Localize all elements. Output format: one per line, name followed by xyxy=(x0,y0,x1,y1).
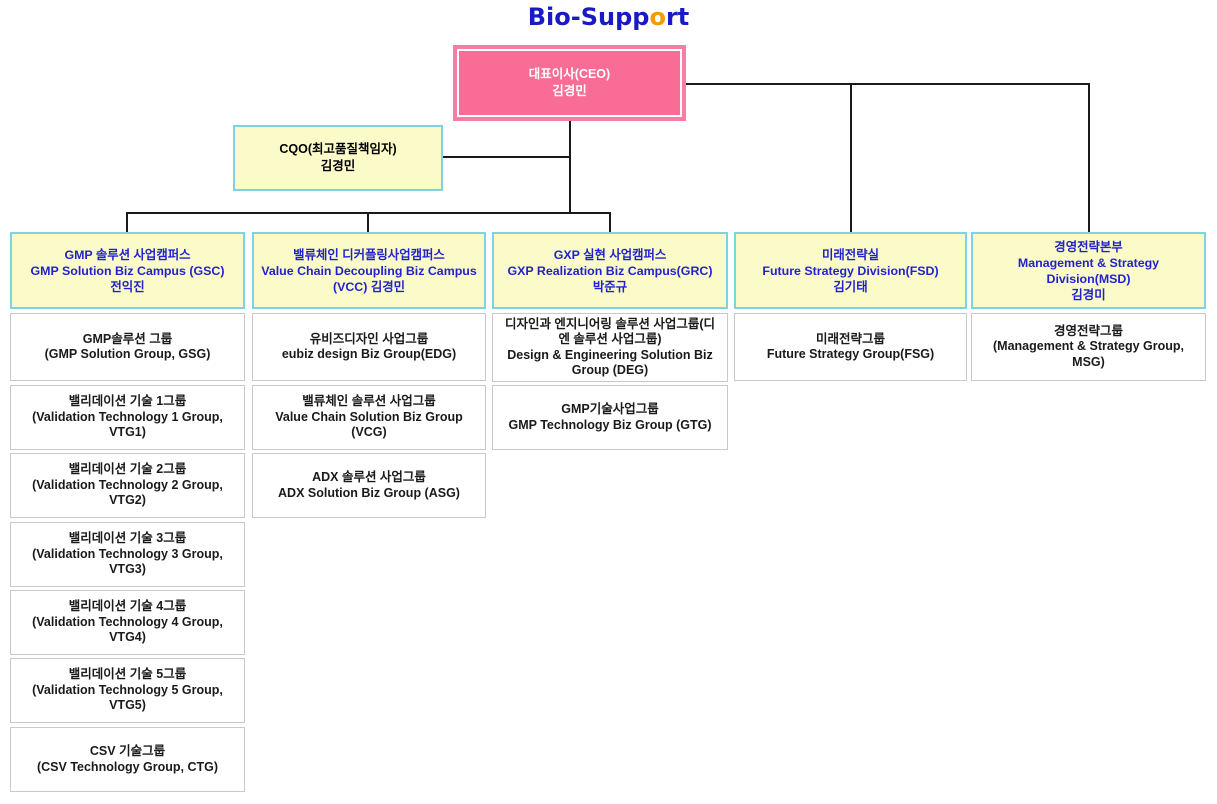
group-box-vtg5: 밸리데이션 기술 5그룹 (Validation Technology 5 Gr… xyxy=(10,658,245,723)
group-vtg2-en: (Validation Technology 2 Group, VTG2) xyxy=(32,477,223,508)
ceo-name: 김경민 xyxy=(552,84,587,98)
group-edg-ko: 유비즈디자인 사업그룹 xyxy=(309,331,429,346)
campus-fsd-line1: 미래전략실 xyxy=(822,247,879,262)
connector-ceo-drop xyxy=(569,121,571,214)
group-box-vtg3: 밸리데이션 기술 3그룹 (Validation Technology 3 Gr… xyxy=(10,522,245,587)
campus-box-fsd: 미래전략실 Future Strategy Division(FSD) 김기태 xyxy=(734,232,967,309)
group-box-vcg: 밸류체인 솔루션 사업그룹 Value Chain Solution Biz G… xyxy=(252,385,486,450)
group-msg-ko: 경영전략그룹 xyxy=(1053,323,1123,338)
ceo-title: 대표이사(CEO) xyxy=(528,67,611,81)
group-box-msg: 경영전략그룹 (Management & Strategy Group, MSG… xyxy=(971,313,1206,381)
group-gsg-ko: GMP솔루션 그룹 xyxy=(82,331,173,346)
group-box-vtg2: 밸리데이션 기술 2그룹 (Validation Technology 2 Gr… xyxy=(10,453,245,518)
campus-gsc-line2: GMP Solution Biz Campus (GSC) xyxy=(30,263,225,278)
group-fsg-ko: 미래전략그룹 xyxy=(815,331,885,346)
title-part1: Bio-Supp xyxy=(527,3,650,31)
group-ctg-en: (CSV Technology Group, CTG) xyxy=(36,759,218,774)
campus-grc-line2: GXP Realization Biz Campus(GRC) xyxy=(507,263,713,278)
group-gsg-en: (GMP Solution Group, GSG) xyxy=(44,347,211,361)
campus-fsd-line2: Future Strategy Division(FSD) xyxy=(762,263,939,278)
group-msg-en: (Management & Strategy Group, MSG) xyxy=(993,339,1184,369)
group-box-vtg4: 밸리데이션 기술 4그룹 (Validation Technology 4 Gr… xyxy=(10,590,245,655)
group-vtg3-en: (Validation Technology 3 Group, VTG3) xyxy=(32,546,223,577)
group-vtg5-ko: 밸리데이션 기술 5그룹 xyxy=(68,667,187,682)
cqo-name: 김경민 xyxy=(320,159,356,173)
ceo-box: 대표이사(CEO) 김경민 xyxy=(453,45,686,121)
campus-box-grc: GXP 실현 사업캠퍼스 GXP Realization Biz Campus(… xyxy=(492,232,728,309)
group-ctg-ko: CSV 기술그룹 xyxy=(89,744,166,758)
group-box-gsg: GMP솔루션 그룹 (GMP Solution Group, GSG) xyxy=(10,313,245,381)
group-box-vtg1: 밸리데이션 기술 1그룹 (Validation Technology 1 Gr… xyxy=(10,385,245,450)
campus-gsc-line3: 전익진 xyxy=(110,279,145,294)
campus-msd-line2: Management & Strategy xyxy=(1017,255,1160,270)
connector-drop-msd xyxy=(1088,83,1090,232)
campus-box-vcc: 밸류체인 디커플링사업캠퍼스 Value Chain Decoupling Bi… xyxy=(252,232,486,309)
connector-drop-fsd xyxy=(850,83,852,232)
group-vcg-ko: 밸류체인 솔루션 사업그룹 xyxy=(302,394,436,409)
campus-msd-line3: Division(MSD) xyxy=(1046,271,1131,286)
connector-upper-horizontal xyxy=(684,83,1090,85)
cqo-title: CQO(최고품질책임자) xyxy=(279,142,397,156)
group-edg-en: eubiz design Biz Group(EDG) xyxy=(281,347,457,361)
group-fsg-en: Future Strategy Group(FSG) xyxy=(766,347,935,361)
group-vtg4-ko: 밸리데이션 기술 4그룹 xyxy=(68,599,187,614)
group-vtg1-en: (Validation Technology 1 Group, VTG1) xyxy=(32,409,223,440)
group-box-ctg: CSV 기술그룹 (CSV Technology Group, CTG) xyxy=(10,727,245,792)
group-box-edg: 유비즈디자인 사업그룹 eubiz design Biz Group(EDG) xyxy=(252,313,486,381)
campus-msd-line4: 김경미 xyxy=(1071,287,1106,302)
campus-box-gsc: GMP 솔루션 사업캠퍼스 GMP Solution Biz Campus (G… xyxy=(10,232,245,309)
group-gtg-en: GMP Technology Biz Group (GTG) xyxy=(508,417,712,432)
campus-msd-line1: 경영전략본부 xyxy=(1054,239,1123,254)
campus-gsc-line1: GMP 솔루션 사업캠퍼스 xyxy=(64,247,191,262)
campus-vcc-line3: (VCC) 김경민 xyxy=(332,279,406,294)
connector-drop-grc xyxy=(609,212,611,232)
title-accent-o: o xyxy=(649,3,666,31)
campus-grc-line1: GXP 실현 사업캠퍼스 xyxy=(553,247,667,262)
group-box-gtg: GMP기술사업그룹 GMP Technology Biz Group (GTG) xyxy=(492,385,728,450)
group-asg-ko: ADX 솔루션 사업그룹 xyxy=(312,470,426,484)
group-vtg1-ko: 밸리데이션 기술 1그룹 xyxy=(68,394,187,409)
connector-drop-vcc xyxy=(367,212,369,232)
group-box-asg: ADX 솔루션 사업그룹 ADX Solution Biz Group (ASG… xyxy=(252,453,486,518)
group-vtg5-en: (Validation Technology 5 Group, VTG5) xyxy=(32,682,223,713)
group-deg-ko: 디자인과 엔지니어링 솔루션 사업그룹(디엔 솔루션 사업그룹) xyxy=(504,316,716,347)
group-vcg-en: Value Chain Solution Biz Group (VCG) xyxy=(275,409,463,440)
campus-box-msd: 경영전략본부 Management & Strategy Division(MS… xyxy=(971,232,1206,309)
campus-fsd-line3: 김기태 xyxy=(833,279,868,294)
group-asg-en: ADX Solution Biz Group (ASG) xyxy=(278,485,460,500)
title-part2: rt xyxy=(665,3,690,31)
group-box-deg: 디자인과 엔지니어링 솔루션 사업그룹(디엔 솔루션 사업그룹) Design … xyxy=(492,313,728,382)
group-vtg2-ko: 밸리데이션 기술 2그룹 xyxy=(68,462,187,477)
group-vtg3-ko: 밸리데이션 기술 3그룹 xyxy=(68,531,187,546)
cqo-box: CQO(최고품질책임자) 김경민 xyxy=(233,125,443,191)
campus-vcc-line2: Value Chain Decoupling Biz Campus xyxy=(261,263,477,278)
group-vtg4-en: (Validation Technology 4 Group, VTG4) xyxy=(32,614,223,645)
group-gtg-ko: GMP기술사업그룹 xyxy=(561,402,659,416)
page-title: Bio-Support xyxy=(0,3,1217,31)
campus-vcc-line1: 밸류체인 디커플링사업캠퍼스 xyxy=(293,247,445,262)
connector-cqo-link xyxy=(443,156,570,158)
connector-drop-gsc xyxy=(126,212,128,232)
group-box-fsg: 미래전략그룹 Future Strategy Group(FSG) xyxy=(734,313,967,381)
group-deg-en: Design & Engineering Solution Biz Group … xyxy=(507,347,713,378)
campus-grc-line3: 박준규 xyxy=(592,279,628,294)
